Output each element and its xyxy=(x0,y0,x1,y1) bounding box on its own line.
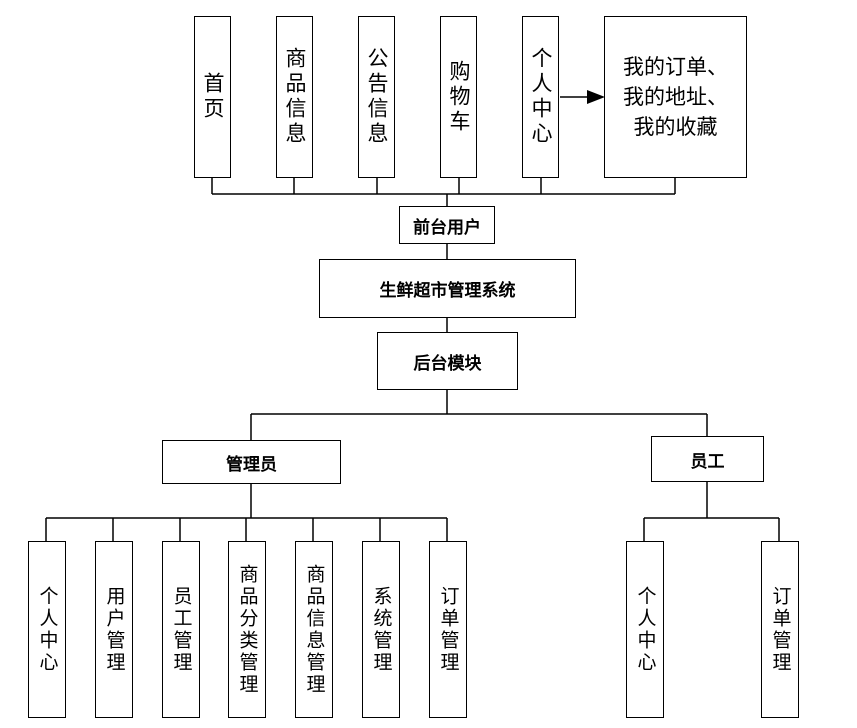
node-cart: 购物车 xyxy=(440,16,477,178)
node-home: 首页 xyxy=(194,16,231,178)
node-personal-sub: 我的订单、 我的地址、 我的收藏 xyxy=(604,16,747,178)
employee-child-personal-center: 个人中心 xyxy=(626,541,664,718)
admin-child-user-management: 用户管理 xyxy=(95,541,133,718)
admin-child-employee-management: 员工管理 xyxy=(162,541,200,718)
admin-child-system-management: 系统管理 xyxy=(362,541,400,718)
node-employee: 员工 xyxy=(651,436,764,482)
node-admin: 管理员 xyxy=(162,440,341,484)
node-backend: 后台模块 xyxy=(377,332,518,390)
node-personal-center: 个人中心 xyxy=(522,16,559,178)
admin-child-product-management: 商品信息管理 xyxy=(295,541,333,718)
node-product-info: 商品信息 xyxy=(276,16,313,178)
node-system: 生鲜超市管理系统 xyxy=(319,259,576,318)
employee-child-order-management: 订单管理 xyxy=(761,541,799,718)
admin-child-category-management: 商品分类管理 xyxy=(228,541,266,718)
admin-child-personal-center: 个人中心 xyxy=(28,541,66,718)
admin-child-order-management: 订单管理 xyxy=(429,541,467,718)
node-front-user: 前台用户 xyxy=(399,206,495,244)
arrow-head xyxy=(587,90,605,104)
node-announcement: 公告信息 xyxy=(358,16,395,178)
